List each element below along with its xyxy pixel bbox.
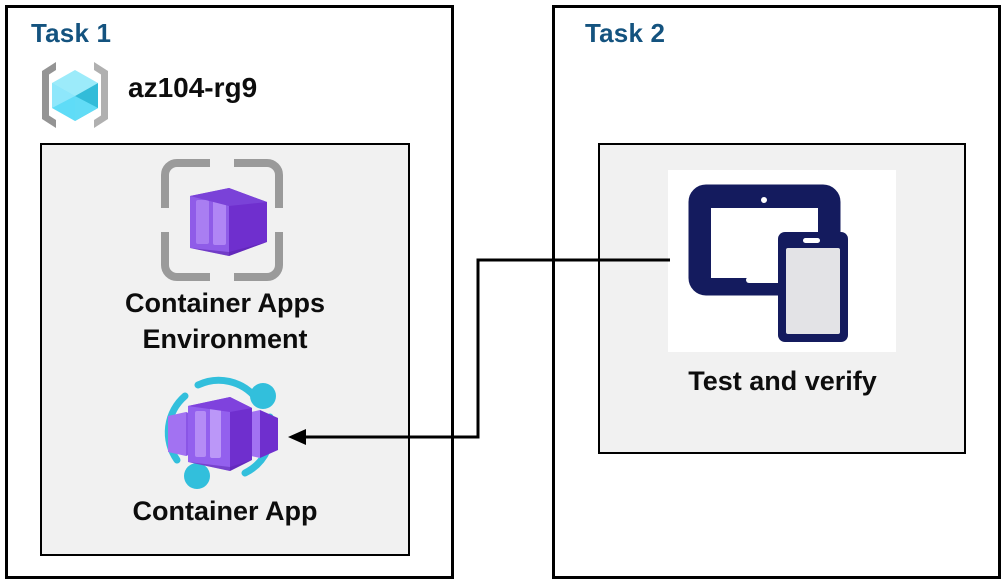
task-2-title: Task 2 [585, 18, 666, 48]
container-apps-environment-icon [160, 158, 284, 282]
container-app-icon [150, 372, 298, 490]
test-and-verify-label: Test and verify [688, 366, 877, 396]
resource-group-icon [36, 58, 114, 132]
container-apps-environment-label: Container Apps Environment [124, 288, 325, 354]
resource-group-label: az104-rg9 [128, 72, 258, 103]
test-and-verify-devices-icon [668, 170, 896, 352]
container-app-label: Container App [132, 496, 318, 526]
resource-group-row: az104-rg9 [36, 58, 336, 132]
task-1-title: Task 1 [31, 18, 112, 48]
